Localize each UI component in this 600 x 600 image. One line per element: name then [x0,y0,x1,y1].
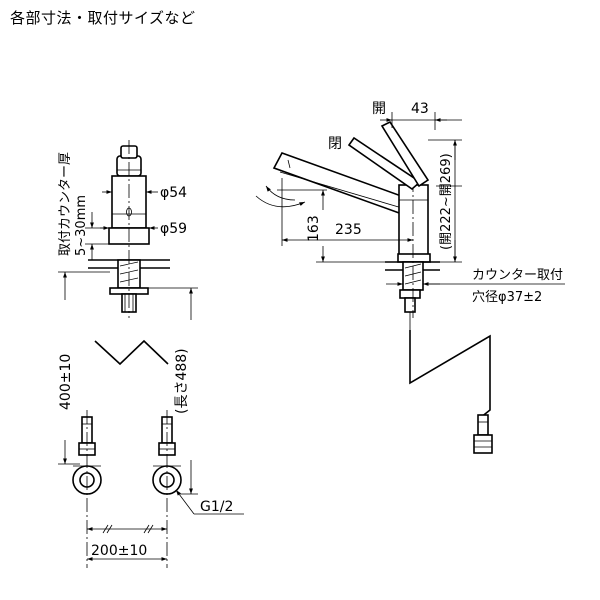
open-height-label: (開222~開269) [439,153,454,250]
handle-open [380,120,430,188]
counter-hole-line2: 穴径φ37±2 [472,290,542,305]
left-supply-hose [72,410,102,568]
hose-length-dimension: 400±10 [58,271,110,465]
total-length-dimension: (長さ488) [140,287,198,495]
counter-thickness-label: 取付カウンター厚 [58,152,73,256]
thread-callout: G1/2 [175,489,244,515]
hose-length-label: 400±10 [58,354,74,410]
diameter-upper-label: φ54 [160,185,187,201]
counter-thickness-dimension: 取付カウンター厚 5~30mm [58,152,112,260]
side-body [385,178,440,318]
total-length-label: (長さ488) [174,348,190,414]
spout-height-dimension: 163 [277,189,385,263]
diameter-lower-callout: φ59 [100,221,187,237]
open-label-side: 閉 [328,136,342,152]
diameter-upper-callout: φ54 [102,185,187,201]
faucet-front-body [88,140,170,318]
hose-break-symbol [94,339,169,366]
front-view: 取付カウンター厚 5~30mm [58,140,244,568]
spout-angle-indicator [255,185,306,208]
diameter-lower-label: φ59 [160,221,187,237]
counter-thickness-value: 5~30mm [74,195,89,256]
handle-offset-label: 43 [411,101,429,117]
open-height-dimension: (開222~開269) [428,139,462,263]
spacing-dimension: 200±10 [87,524,167,561]
open-label-top: 開 [372,101,386,117]
counter-hole-callout: カウンター取付 穴径φ37±2 [386,268,565,305]
side-view: 開 閉 43 (開222~開269) [255,101,565,454]
spout-reach-dimension: 235 [281,178,413,246]
side-hose [409,312,493,454]
thread-label: G1/2 [200,499,233,515]
counter-hole-line1: カウンター取付 [472,268,563,283]
spout-height-label: 163 [306,215,322,242]
right-supply-hose [152,410,182,568]
page-title: 各部寸法・取付サイズなど [10,9,196,27]
spacing-label: 200±10 [91,543,147,559]
spout-reach-label: 235 [335,222,362,238]
handle-offset-dimension: 43 [380,101,462,130]
